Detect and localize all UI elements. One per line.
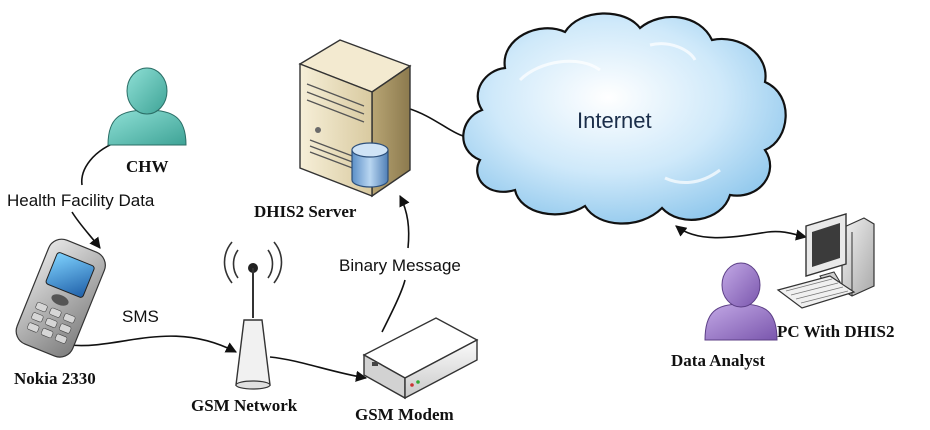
internet-cloud-icon	[462, 12, 787, 225]
gsm-network-label: GSM Network	[191, 396, 298, 415]
binary-message-label: Binary Message	[339, 256, 461, 275]
internet-to-pc-connector	[675, 225, 808, 241]
modem-icon	[362, 317, 479, 400]
data-analyst-label: Data Analyst	[671, 351, 765, 370]
gsm-modem-label: GSM Modem	[355, 405, 454, 424]
health-facility-data-label: Health Facility Data	[7, 191, 155, 210]
chw-to-phone-connector	[81, 139, 123, 186]
database-icon	[351, 142, 389, 188]
modem-to-server-connector-upper	[399, 194, 410, 249]
analyst-person-icon	[704, 262, 778, 341]
internet-label: Internet	[577, 108, 652, 133]
dhis2-server-label: DHIS2 Server	[254, 202, 357, 221]
mobile-phone-icon	[15, 238, 106, 358]
nokia-label: Nokia 2330	[14, 369, 96, 388]
chw-person-icon	[107, 67, 187, 146]
chw-to-phone-connector-lower	[71, 211, 101, 249]
pc-with-dhis2-label: PC With DHIS2	[777, 322, 894, 341]
antenna-tower-icon	[223, 241, 283, 390]
phone-to-tower-sms-connector	[69, 335, 237, 353]
modem-to-server-connector-lower	[381, 279, 406, 333]
chw-label: CHW	[126, 157, 169, 176]
desktop-computer-icon	[776, 213, 875, 309]
sms-label: SMS	[122, 307, 159, 326]
tower-to-modem-connector	[269, 356, 368, 382]
